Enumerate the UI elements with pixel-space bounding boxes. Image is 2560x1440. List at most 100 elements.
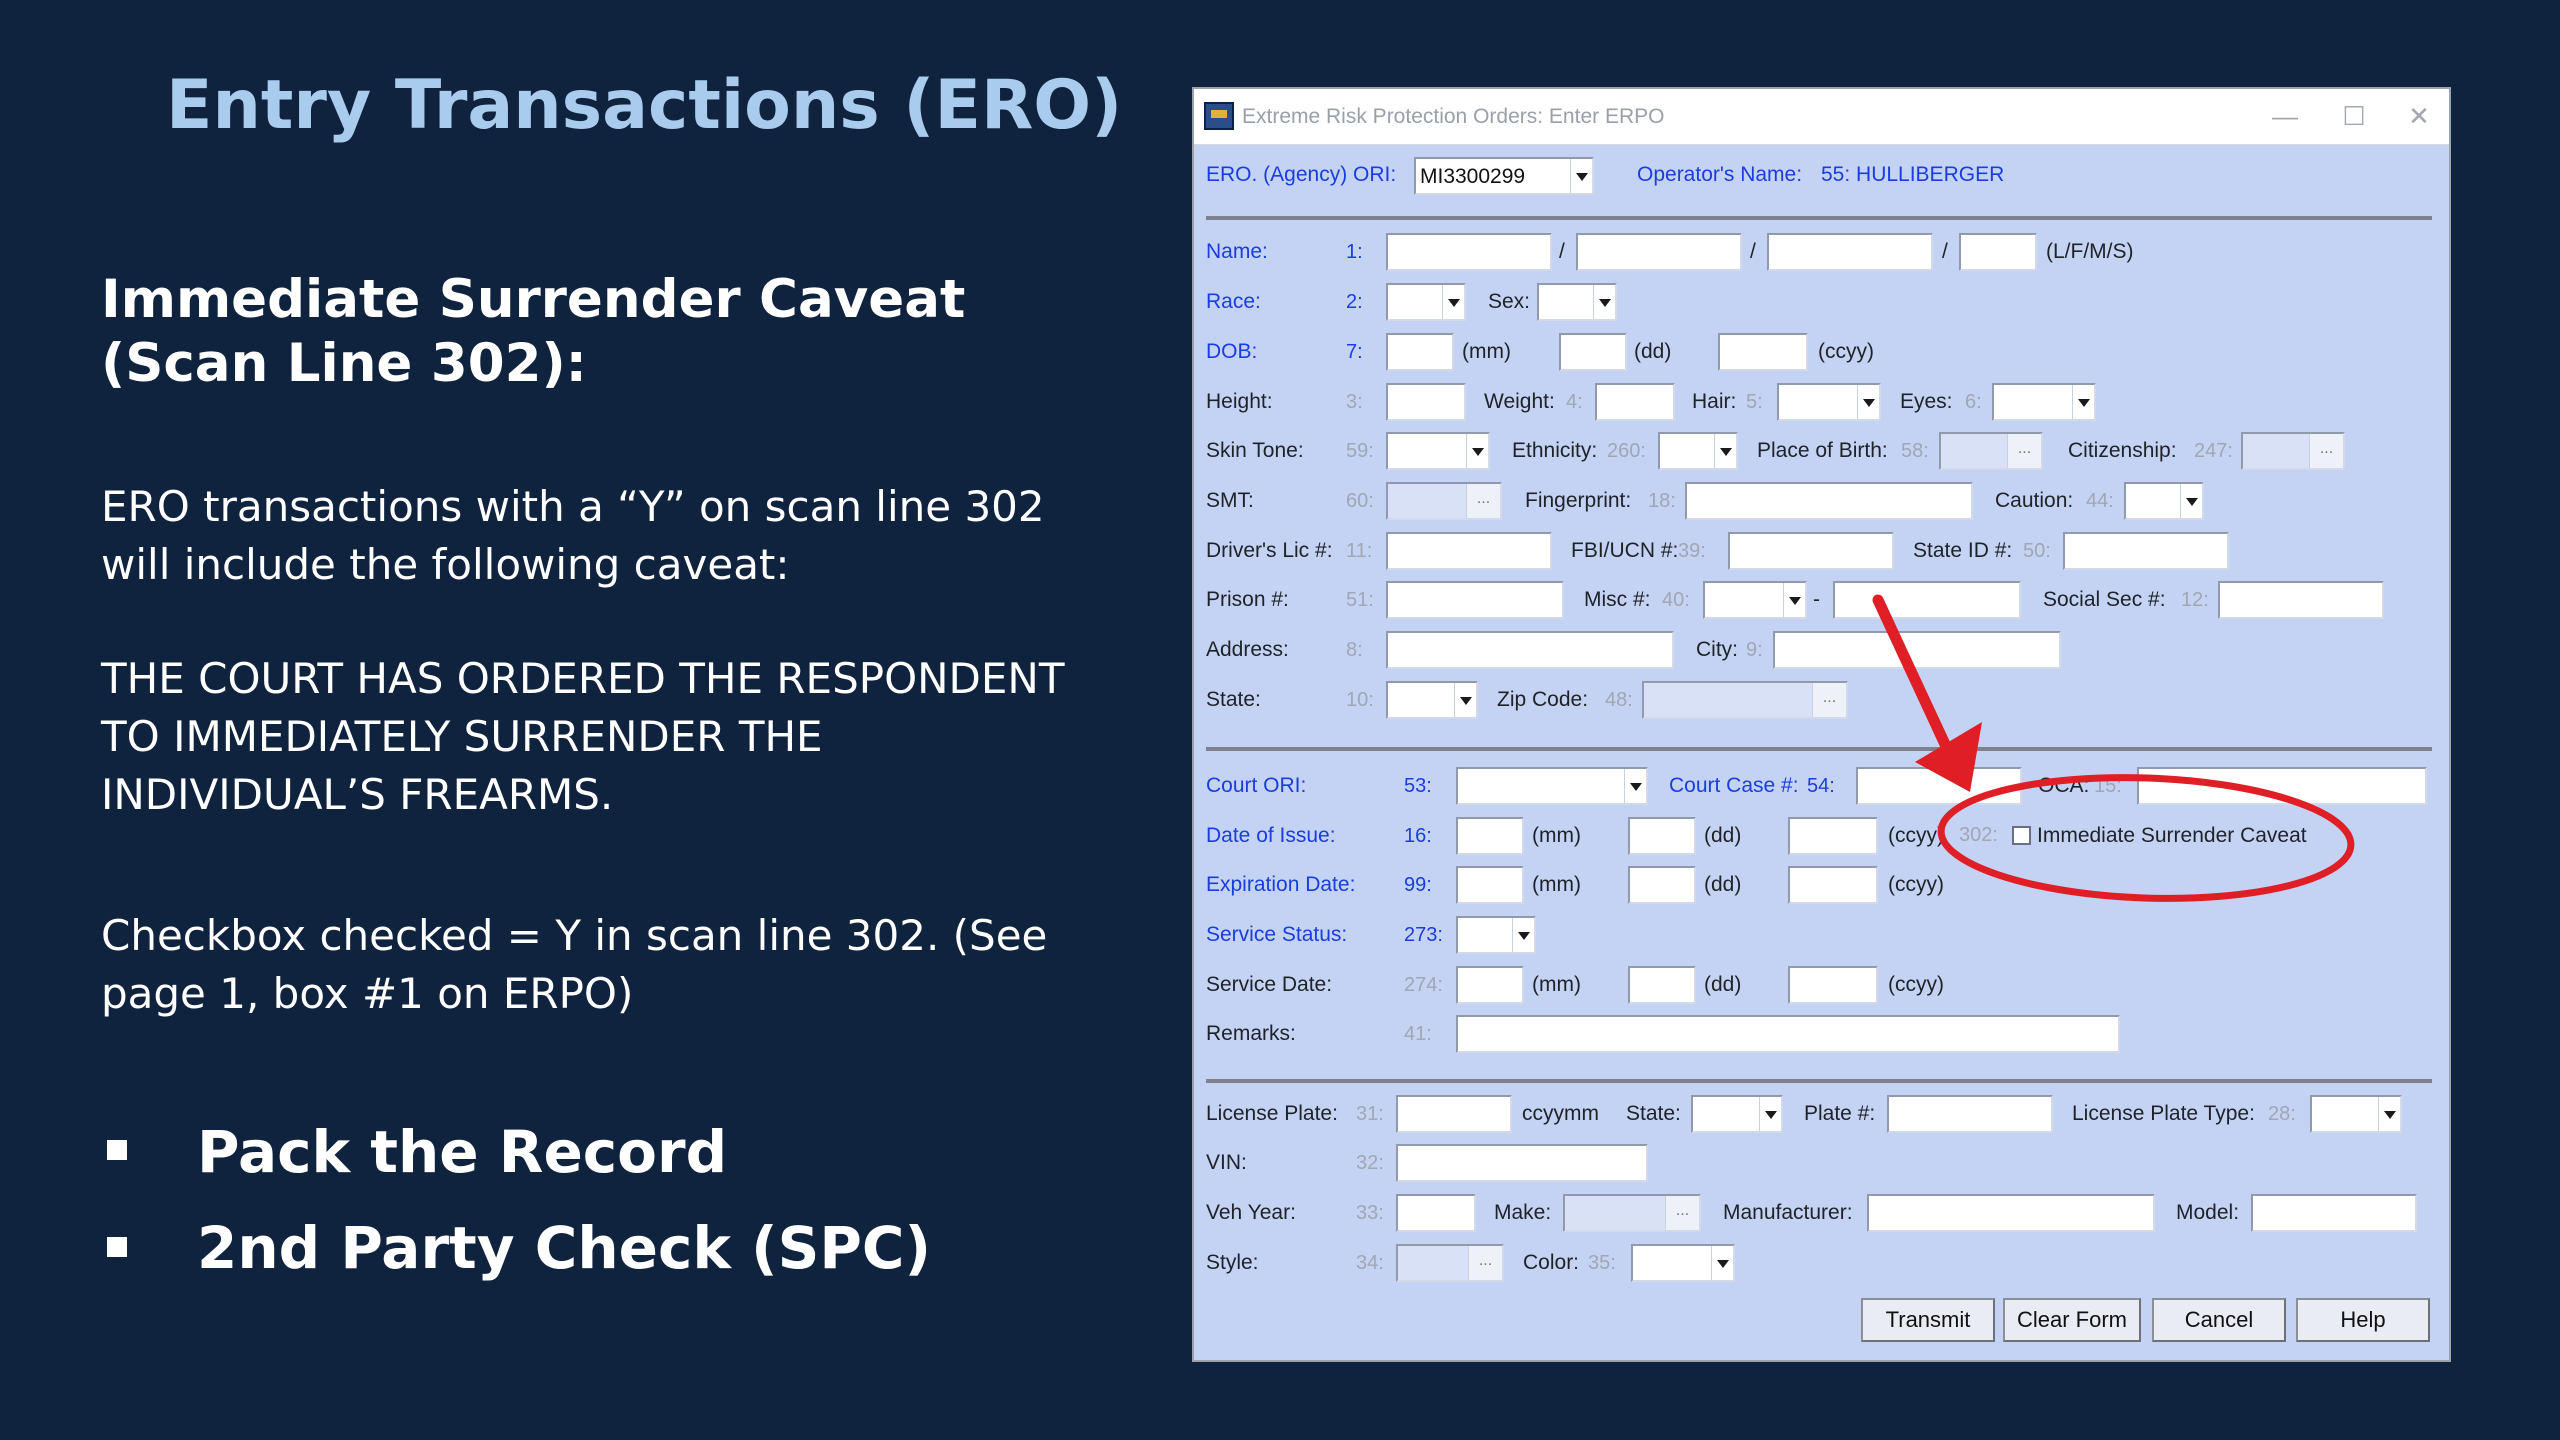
eyes-select[interactable] xyxy=(1992,383,2096,421)
chevron-down-icon[interactable] xyxy=(1714,434,1736,468)
prison-input[interactable] xyxy=(1386,581,1564,619)
height-input[interactable] xyxy=(1386,383,1466,421)
place-of-birth-input[interactable]: ... xyxy=(1939,432,2043,470)
hair-select[interactable] xyxy=(1777,383,1881,421)
svc-year-input[interactable] xyxy=(1788,966,1878,1004)
make-input[interactable]: ... xyxy=(1563,1194,1701,1232)
skin-tone-select[interactable] xyxy=(1386,432,1490,470)
color-select[interactable] xyxy=(1631,1244,1735,1282)
immediate-surrender-checkbox[interactable] xyxy=(2012,826,2031,845)
dob-month-input[interactable] xyxy=(1386,333,1454,371)
ellipsis-button[interactable]: ... xyxy=(2309,434,2343,468)
clear-form-button[interactable]: Clear Form xyxy=(2003,1298,2141,1342)
place-of-birth-number: 58: xyxy=(1901,440,1929,462)
dd-hint: (dd) xyxy=(1704,873,1742,896)
drivers-license-number: 11: xyxy=(1346,540,1373,562)
model-input[interactable] xyxy=(2251,1194,2417,1232)
court-case-label: Court Case #: xyxy=(1669,774,1799,797)
smt-input[interactable]: ... xyxy=(1386,482,1502,520)
help-button[interactable]: Help xyxy=(2296,1298,2430,1342)
fingerprint-input[interactable] xyxy=(1685,482,1973,520)
color-label: Color: xyxy=(1523,1251,1580,1274)
fbi-ucn-input[interactable] xyxy=(1728,532,1894,570)
chevron-down-icon[interactable] xyxy=(2072,385,2094,419)
minimize-icon[interactable]: — xyxy=(2272,101,2298,131)
first-name-input[interactable] xyxy=(1576,233,1742,271)
remarks-input[interactable] xyxy=(1456,1015,2120,1053)
weight-input[interactable] xyxy=(1595,383,1675,421)
plate-type-select[interactable] xyxy=(2310,1095,2402,1133)
date-of-issue-number: 16: xyxy=(1404,825,1432,847)
exp-month-input[interactable] xyxy=(1456,866,1524,904)
chevron-down-icon[interactable] xyxy=(1593,285,1615,319)
eyes-label: Eyes: xyxy=(1900,390,1953,413)
ellipsis-button[interactable]: ... xyxy=(2007,434,2041,468)
ethnicity-select[interactable] xyxy=(1658,432,1738,470)
ccyy-hint: (ccyy) xyxy=(1888,973,1944,996)
svc-month-input[interactable] xyxy=(1456,966,1524,1004)
sex-select[interactable] xyxy=(1537,283,1617,321)
chevron-down-icon[interactable] xyxy=(2378,1097,2400,1131)
exp-year-input[interactable] xyxy=(1788,866,1878,904)
race-select[interactable] xyxy=(1386,283,1466,321)
service-status-select[interactable] xyxy=(1456,916,1536,954)
issue-day-input[interactable] xyxy=(1628,817,1696,855)
citizenship-input[interactable]: ... xyxy=(2241,432,2345,470)
address-number: 8: xyxy=(1346,639,1363,661)
drivers-license-input[interactable] xyxy=(1386,532,1552,570)
chevron-down-icon[interactable] xyxy=(1570,159,1592,193)
prison-number: 51: xyxy=(1346,589,1374,611)
chevron-down-icon[interactable] xyxy=(1857,385,1879,419)
state-id-input[interactable] xyxy=(2063,532,2229,570)
chevron-down-icon[interactable] xyxy=(1711,1246,1733,1280)
vin-input[interactable] xyxy=(1396,1144,1648,1182)
chevron-down-icon[interactable] xyxy=(2180,484,2202,518)
misc-select[interactable] xyxy=(1703,581,1807,619)
vin-number: 32: xyxy=(1356,1152,1384,1174)
ccyy-hint: (ccyy) xyxy=(1818,340,1874,363)
transmit-button[interactable]: Transmit xyxy=(1861,1298,1995,1342)
chevron-down-icon[interactable] xyxy=(1442,285,1464,319)
license-plate-date-input[interactable] xyxy=(1396,1095,1512,1133)
cancel-button[interactable]: Cancel xyxy=(2152,1298,2286,1342)
misc-input[interactable] xyxy=(1833,581,2021,619)
chevron-down-icon[interactable] xyxy=(1783,583,1805,617)
chevron-down-icon[interactable] xyxy=(1759,1097,1781,1131)
chevron-down-icon[interactable] xyxy=(1512,918,1534,952)
style-input[interactable]: ... xyxy=(1396,1244,1504,1282)
ellipsis-button[interactable]: ... xyxy=(1466,484,1500,518)
chevron-down-icon[interactable] xyxy=(1454,683,1476,717)
state-id-label: State ID #: xyxy=(1913,539,2013,562)
maximize-icon[interactable]: ☐ xyxy=(2342,101,2366,131)
chevron-down-icon[interactable] xyxy=(1624,769,1646,803)
state-select[interactable] xyxy=(1386,681,1478,719)
dob-day-input[interactable] xyxy=(1559,333,1627,371)
ellipsis-button[interactable]: ... xyxy=(1665,1196,1699,1230)
last-name-input[interactable] xyxy=(1386,233,1552,271)
dob-year-input[interactable] xyxy=(1718,333,1808,371)
ellipsis-button[interactable]: ... xyxy=(1468,1246,1502,1280)
address-input[interactable] xyxy=(1386,631,1674,669)
city-input[interactable] xyxy=(1773,631,2061,669)
misc-label: Misc #: xyxy=(1584,588,1651,611)
issue-month-input[interactable] xyxy=(1456,817,1524,855)
social-security-input[interactable] xyxy=(2218,581,2384,619)
chevron-down-icon[interactable] xyxy=(1466,434,1488,468)
middle-name-input[interactable] xyxy=(1767,233,1933,271)
issue-year-input[interactable] xyxy=(1788,817,1878,855)
zip-code-input[interactable]: ... xyxy=(1642,681,1848,719)
suffix-input[interactable] xyxy=(1959,233,2037,271)
plate-number-input[interactable] xyxy=(1887,1095,2053,1133)
manufacturer-input[interactable] xyxy=(1867,1194,2155,1232)
vehicle-year-input[interactable] xyxy=(1396,1194,1476,1232)
ori-select[interactable]: MI3300299 xyxy=(1414,157,1594,195)
ethnicity-number: 260: xyxy=(1607,440,1646,462)
caution-select[interactable] xyxy=(2124,482,2204,520)
color-number: 35: xyxy=(1588,1252,1616,1274)
close-icon[interactable]: ✕ xyxy=(2408,101,2430,131)
court-ori-select[interactable] xyxy=(1456,767,1648,805)
exp-day-input[interactable] xyxy=(1628,866,1696,904)
plate-state-select[interactable] xyxy=(1691,1095,1783,1133)
ellipsis-button[interactable]: ... xyxy=(1812,683,1846,717)
svc-day-input[interactable] xyxy=(1628,966,1696,1004)
